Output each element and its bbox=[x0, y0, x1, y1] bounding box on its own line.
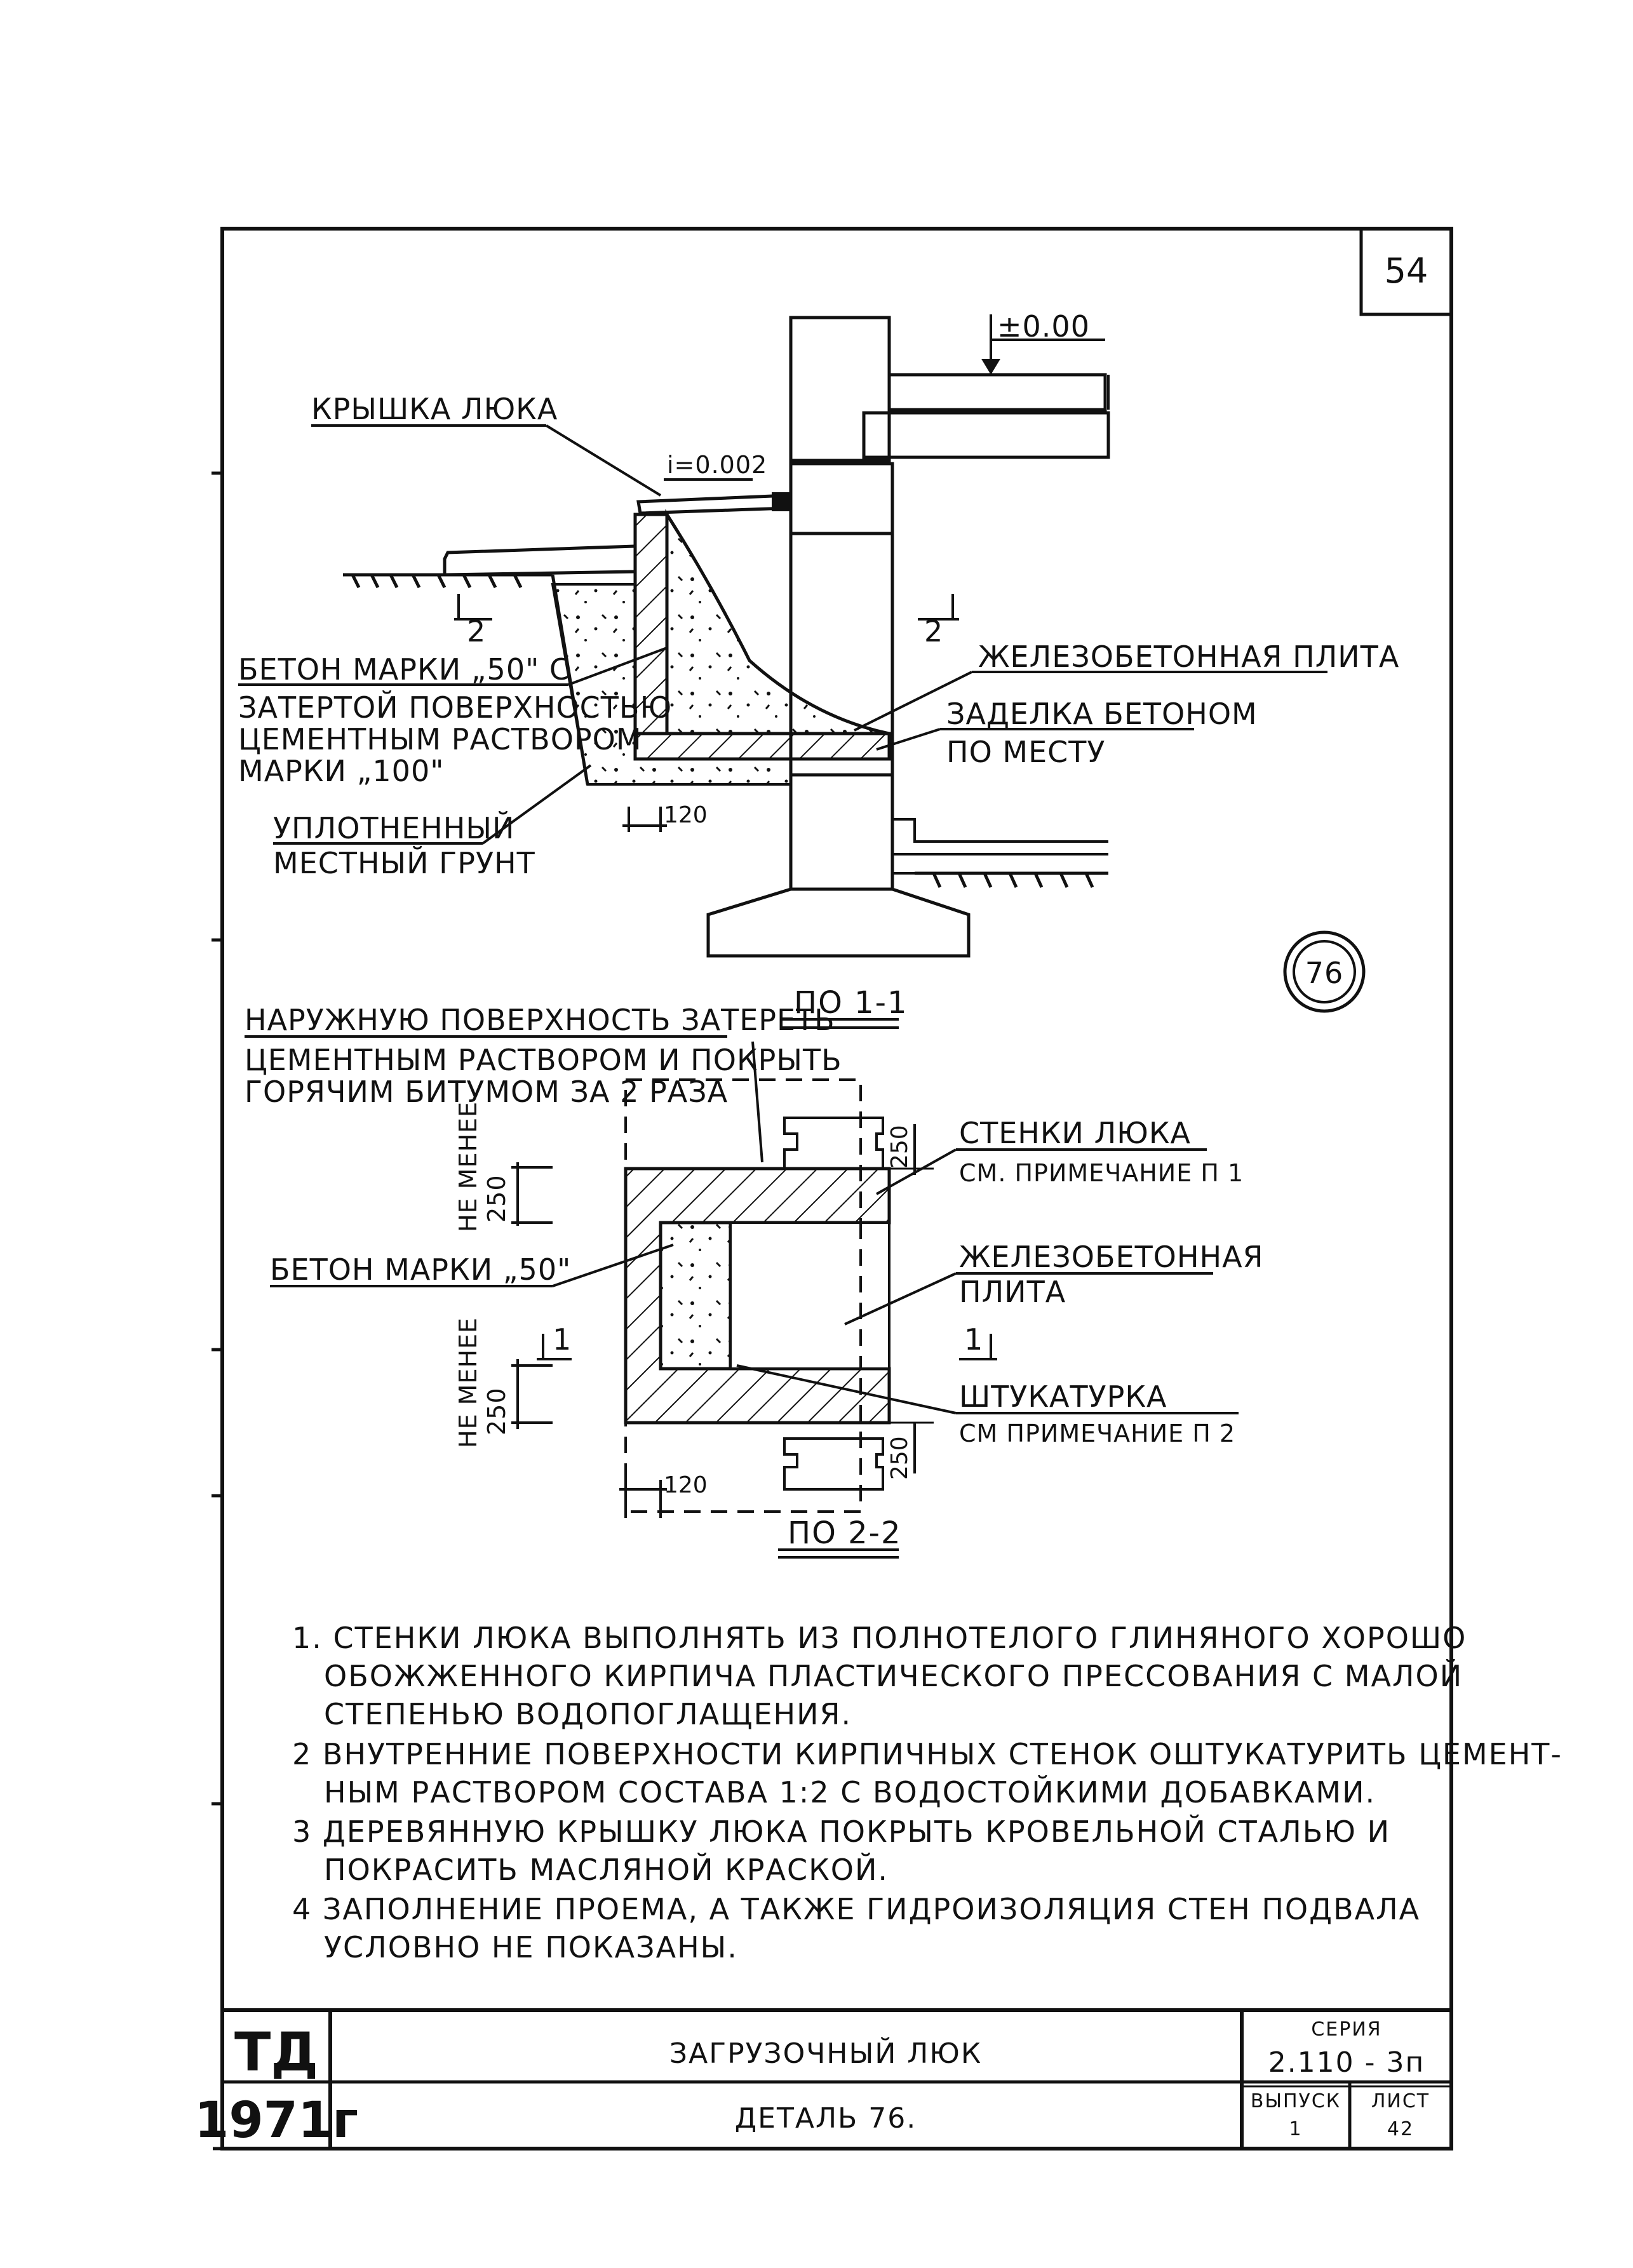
detail-marker-outer bbox=[1283, 930, 1366, 1013]
wall-block-bottom bbox=[783, 1437, 884, 1491]
label-concrete-1: БЕТОН МАРКИ „50" С bbox=[238, 652, 570, 687]
label-slab: ЖЕЛЕЗОБЕТОННАЯ ПЛИТА bbox=[978, 640, 1399, 674]
tb-subtitle: ДЕТАЛЬ 76. bbox=[735, 2102, 917, 2135]
label-slab-plan-1: ЖЕЛЕЗОБЕТОННАЯ bbox=[959, 1240, 1264, 1274]
tb-issue-value: 1 bbox=[1289, 2118, 1302, 2140]
section-mark-1-right: 1 bbox=[964, 1322, 983, 1357]
hatch-cover bbox=[636, 493, 790, 515]
note-line-7: ПОКРАСИТЬ МАСЛЯНОЙ КРАСКОЙ. bbox=[324, 1853, 889, 1887]
page-number: 54 bbox=[1385, 251, 1428, 291]
ground-surface bbox=[443, 544, 637, 577]
soil-hatching-left bbox=[343, 573, 553, 589]
label-soil-2: МЕСТНЫЙ ГРУНТ bbox=[273, 846, 535, 880]
slope-label: i=0.002 bbox=[667, 451, 767, 479]
basement-floor bbox=[892, 818, 1108, 856]
tb-series-label: СЕРИЯ bbox=[1311, 2018, 1381, 2041]
section-mark-right: 2 bbox=[924, 614, 943, 648]
hatch-slab bbox=[633, 732, 891, 761]
label-plaster-1: ШТУКАТУРКА bbox=[959, 1379, 1167, 1414]
binding-marks bbox=[212, 471, 222, 1806]
section-1-1: ±0.00 i=0.002 2 2 120 КРЫШКА ЛЮКА БЕТОН … bbox=[238, 309, 1399, 1029]
section-2-title: ПО 2-2 bbox=[788, 1515, 902, 1551]
wall-block-top bbox=[783, 1117, 884, 1170]
note-line-9: УСЛОВНО НЕ ПОКАЗАНЫ. bbox=[324, 1930, 738, 1964]
upper-wall bbox=[789, 316, 891, 462]
outer-note-3: ГОРЯЧИМ БИТУМОМ ЗА 2 РАЗА bbox=[245, 1075, 728, 1109]
tb-series-value: 2.110 - 3п bbox=[1268, 2046, 1425, 2079]
label-concrete-2: ЗАТЕРТОЙ ПОВЕРХНОСТЬЮ bbox=[238, 690, 672, 725]
label-sealing-2: ПО МЕСТУ bbox=[946, 735, 1105, 769]
label-walls-2: СМ. ПРИМЕЧАНИЕ П 1 bbox=[959, 1159, 1244, 1187]
min-label-1: НЕ МЕНЕЕ bbox=[454, 1101, 482, 1232]
title-block: ТД 1971г ЗАГРУЗОЧНЫЙ ЛЮК ДЕТАЛЬ 76. СЕРИ… bbox=[194, 2008, 1451, 2149]
label-concrete-3: ЦЕМЕНТНЫМ РАСТВОРОМ bbox=[238, 722, 642, 756]
floor-slab-lower bbox=[862, 411, 1110, 459]
tb-org: ТД bbox=[234, 2021, 318, 2083]
hatch-wall bbox=[633, 513, 669, 735]
dim-120-section1: 120 bbox=[664, 802, 708, 828]
lintel bbox=[789, 462, 894, 535]
tb-issue-label: ВЫПУСК bbox=[1251, 2090, 1341, 2112]
min-value-1: 250 bbox=[483, 1174, 511, 1223]
tb-sheet-value: 42 bbox=[1387, 2118, 1414, 2140]
note-line-1: 1. СТЕНКИ ЛЮКА ВЫПОЛНЯТЬ ИЗ ПОЛНОТЕЛОГО … bbox=[292, 1621, 1467, 1655]
section-mark-1-left: 1 bbox=[553, 1322, 572, 1357]
detail-marker: 76 bbox=[1305, 956, 1344, 990]
note-line-8: 4 ЗАПОЛНЕНИЕ ПРОЕМА, А ТАКЖЕ ГИДРОИЗОЛЯЦ… bbox=[292, 1892, 1420, 1926]
label-soil-1: УПЛОТНЕННЫЙ bbox=[273, 811, 514, 845]
detail-marker-inner bbox=[1293, 940, 1356, 1003]
outer-note-1: НАРУЖНУЮ ПОВЕРХНОСТЬ ЗАТЕРЕТЬ bbox=[245, 1003, 835, 1037]
tb-year: 1971г bbox=[194, 2092, 358, 2149]
note-line-6: 3 ДЕРЕВЯННУЮ КРЫШКУ ЛЮКА ПОКРЫТЬ КРОВЕЛЬ… bbox=[292, 1815, 1390, 1849]
page-number-box bbox=[1359, 227, 1453, 316]
section-mark-left: 2 bbox=[467, 614, 486, 648]
note-line-3: СТЕПЕНЬЮ ВОДОПОГЛАЩЕНИЯ. bbox=[324, 1697, 852, 1731]
label-concrete-4: МАРКИ „100" bbox=[238, 754, 444, 788]
soil-hatching-right bbox=[915, 871, 1108, 889]
tb-sheet-label: ЛИСТ bbox=[1371, 2090, 1430, 2112]
label-plaster-2: СМ ПРИМЕЧАНИЕ П 2 bbox=[959, 1419, 1235, 1447]
label-concrete-plan: БЕТОН МАРКИ „50" bbox=[270, 1252, 571, 1287]
footing bbox=[706, 887, 971, 958]
floor-slab-upper bbox=[887, 373, 1107, 412]
notes: 1. СТЕНКИ ЛЮКА ВЫПОЛНЯТЬ ИЗ ПОЛНОТЕЛОГО … bbox=[292, 1621, 1562, 1964]
note-line-5: НЫМ РАСТВОРОМ СОСТАВА 1:2 С ВОДОСТОЙКИМИ… bbox=[324, 1775, 1376, 1809]
label-walls-1: СТЕНКИ ЛЮКА bbox=[959, 1116, 1191, 1150]
label-slab-plan-2: ПЛИТА bbox=[959, 1275, 1066, 1309]
outer-note-2: ЦЕМЕНТНЫМ РАСТВОРОМ И ПОКРЫТЬ bbox=[245, 1043, 842, 1077]
dim-bottom-250: 250 bbox=[887, 1436, 913, 1480]
dim-top-250: 250 bbox=[887, 1125, 913, 1169]
sheet-frame bbox=[220, 227, 1453, 2151]
level-mark: ±0.00 bbox=[997, 309, 1090, 344]
concrete-fill-plan bbox=[659, 1221, 732, 1371]
wall-block-lower bbox=[789, 773, 894, 891]
label-hatch-cover: КРЫШКА ЛЮКА bbox=[311, 392, 558, 426]
dashed-outline bbox=[624, 1078, 862, 1513]
note-line-4: 2 ВНУТРЕННИЕ ПОВЕРХНОСТИ КИРПИЧНЫХ СТЕНО… bbox=[292, 1737, 1562, 1771]
note-line-2: ОБОЖЖЕННОГО КИРПИЧА ПЛАСТИЧЕСКОГО ПРЕССО… bbox=[324, 1659, 1463, 1693]
tb-title: ЗАГРУЗОЧНЫЙ ЛЮК bbox=[669, 2036, 982, 2070]
label-sealing-1: ЗАДЕЛКА БЕТОНОМ bbox=[946, 697, 1258, 731]
concrete-fill-inner bbox=[665, 509, 890, 735]
section-1-title: ПО 1-1 bbox=[794, 985, 908, 1021]
slab-plan bbox=[729, 1221, 890, 1370]
min-value-2: 250 bbox=[483, 1387, 511, 1435]
section-2-2: НАРУЖНУЮ ПОВЕРХНОСТЬ ЗАТЕРЕТЬ ЦЕМЕНТНЫМ … bbox=[245, 1003, 1264, 1559]
min-label-2: НЕ МЕНЕЕ bbox=[454, 1317, 482, 1448]
dim-120-section2: 120 bbox=[664, 1472, 708, 1498]
